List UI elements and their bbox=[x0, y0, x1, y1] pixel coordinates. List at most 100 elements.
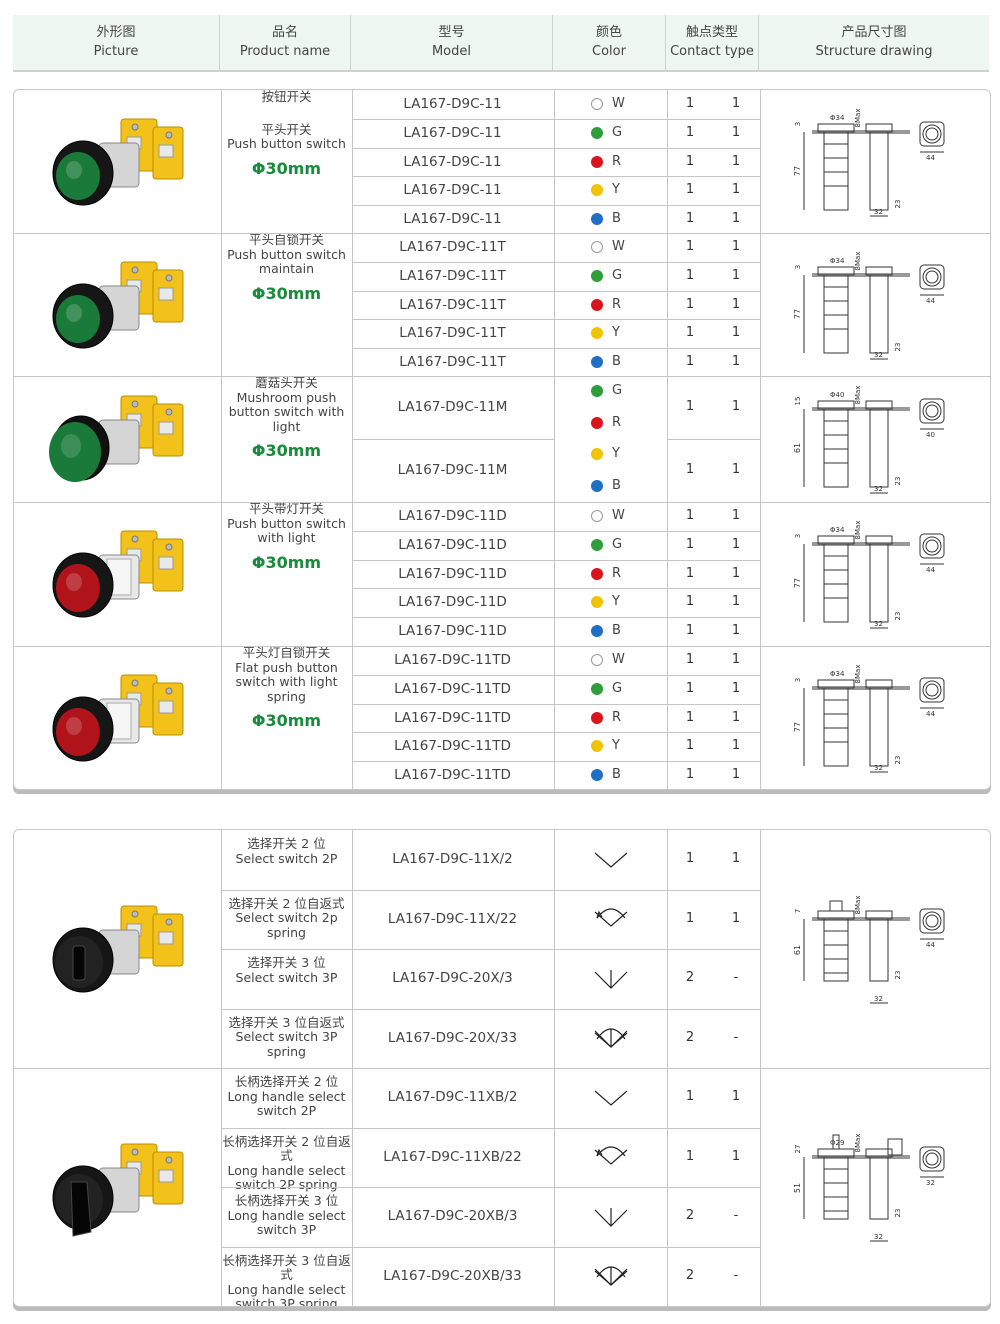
color-dot-icon bbox=[591, 184, 603, 197]
product-photo-icon bbox=[52, 118, 183, 205]
model-cell: LA167-D9C-20X/3 bbox=[392, 970, 513, 986]
contact-nc: 1 bbox=[731, 462, 741, 477]
product-name-zh: 选择开关 3 位自返式 bbox=[228, 1014, 345, 1030]
product-name-zh: 长柄选择开关 3 位 bbox=[234, 1193, 339, 1208]
product-name-zh: 长柄选择开关 3 位自返式 bbox=[222, 1252, 351, 1282]
model-cell: LA167-D9C-20X/33 bbox=[387, 1029, 518, 1046]
product-name-en: Select switch 2P bbox=[235, 850, 338, 866]
product-name-en: Select switch 3P bbox=[235, 969, 338, 985]
row-divider bbox=[667, 439, 760, 440]
color-cell: Y bbox=[554, 319, 667, 348]
svg-text:Φ40: Φ40 bbox=[830, 391, 844, 399]
color-dot-icon bbox=[591, 682, 603, 695]
symbol-cell bbox=[554, 830, 667, 890]
svg-text:44: 44 bbox=[926, 154, 935, 162]
contact-nc: 1 bbox=[731, 594, 741, 610]
group-divider bbox=[14, 1068, 990, 1069]
color-dot-icon bbox=[591, 711, 603, 724]
row-divider bbox=[352, 588, 760, 590]
color-cell: B bbox=[554, 471, 667, 502]
column-divider bbox=[352, 90, 353, 789]
svg-text:8Max: 8Max bbox=[854, 664, 862, 683]
product-photo-icon bbox=[52, 1143, 183, 1237]
contact-no: 1 bbox=[685, 565, 695, 581]
diameter-label: Φ30mm bbox=[251, 441, 322, 460]
contact-nc: 1 bbox=[731, 124, 741, 140]
product-name-en: Long handle select switch 2P spring bbox=[227, 1162, 346, 1192]
contact-nc: - bbox=[733, 1208, 739, 1223]
product-name-sub-zh: 平头开关 bbox=[261, 121, 312, 137]
color-cell: G bbox=[554, 675, 667, 704]
row-divider bbox=[352, 703, 760, 705]
svg-text:8Max: 8Max bbox=[854, 251, 862, 270]
svg-text:23: 23 bbox=[894, 1209, 902, 1218]
row-divider bbox=[352, 290, 760, 292]
row-divider bbox=[221, 889, 760, 891]
color-code: G bbox=[612, 536, 623, 552]
product-photo-icon bbox=[52, 261, 183, 348]
column-divider bbox=[221, 830, 222, 1306]
color-cell: R bbox=[554, 148, 667, 177]
model-cell: LA167-D9C-11TD bbox=[394, 680, 511, 697]
svg-text:32: 32 bbox=[874, 208, 883, 216]
contact-no: 1 bbox=[685, 1148, 695, 1164]
product-picture bbox=[14, 90, 221, 233]
product-picture bbox=[14, 830, 221, 1068]
color-code: R bbox=[612, 565, 622, 581]
color-dot-icon bbox=[591, 385, 603, 397]
row-divider bbox=[352, 118, 760, 120]
model-cell: LA167-D9C-11XB/22 bbox=[383, 1148, 522, 1165]
color-cell: R bbox=[554, 408, 667, 439]
model-cell: LA167-D9C-11T bbox=[399, 239, 506, 255]
contact-no: 1 bbox=[685, 508, 695, 523]
row-divider bbox=[352, 205, 760, 207]
model-cell: LA167-D9C-11 bbox=[403, 211, 502, 228]
product-name-en: Push button switch maintain bbox=[227, 246, 346, 276]
model-cell: LA167-D9C-11D bbox=[398, 623, 507, 640]
diameter-label: Φ30mm bbox=[251, 552, 322, 572]
color-code: Y bbox=[612, 738, 620, 754]
column-divider bbox=[554, 90, 555, 789]
header-zh: 颜色 bbox=[595, 25, 622, 40]
color-cell: B bbox=[554, 761, 667, 789]
svg-text:3: 3 bbox=[794, 264, 802, 268]
contact-no: 1 bbox=[685, 652, 695, 667]
model-cell: LA167-D9C-11X/2 bbox=[392, 851, 513, 867]
color-dot-icon bbox=[591, 448, 603, 460]
model-cell: LA167-D9C-11M bbox=[397, 399, 508, 415]
svg-text:32: 32 bbox=[874, 351, 883, 359]
product-name-en: Select switch 2p spring bbox=[235, 910, 338, 940]
header-en: Model bbox=[431, 44, 472, 59]
contact-nc: 1 bbox=[731, 182, 741, 198]
contact-nc: 1 bbox=[731, 239, 741, 254]
product-name-en: Mushroom push button switch with light bbox=[228, 389, 345, 434]
group-divider bbox=[14, 502, 990, 503]
contact-nc: - bbox=[733, 970, 739, 985]
color-dot-icon bbox=[591, 356, 603, 369]
row-divider bbox=[352, 439, 554, 440]
color-code: R bbox=[612, 296, 622, 312]
product-name-en: Select switch 3P spring bbox=[235, 1029, 338, 1059]
contact-no: 1 bbox=[685, 124, 695, 140]
contact-nc: 1 bbox=[731, 536, 741, 552]
symbol-cell bbox=[554, 1187, 667, 1247]
product-name-zh: 蘑菇头开关 bbox=[255, 375, 318, 390]
